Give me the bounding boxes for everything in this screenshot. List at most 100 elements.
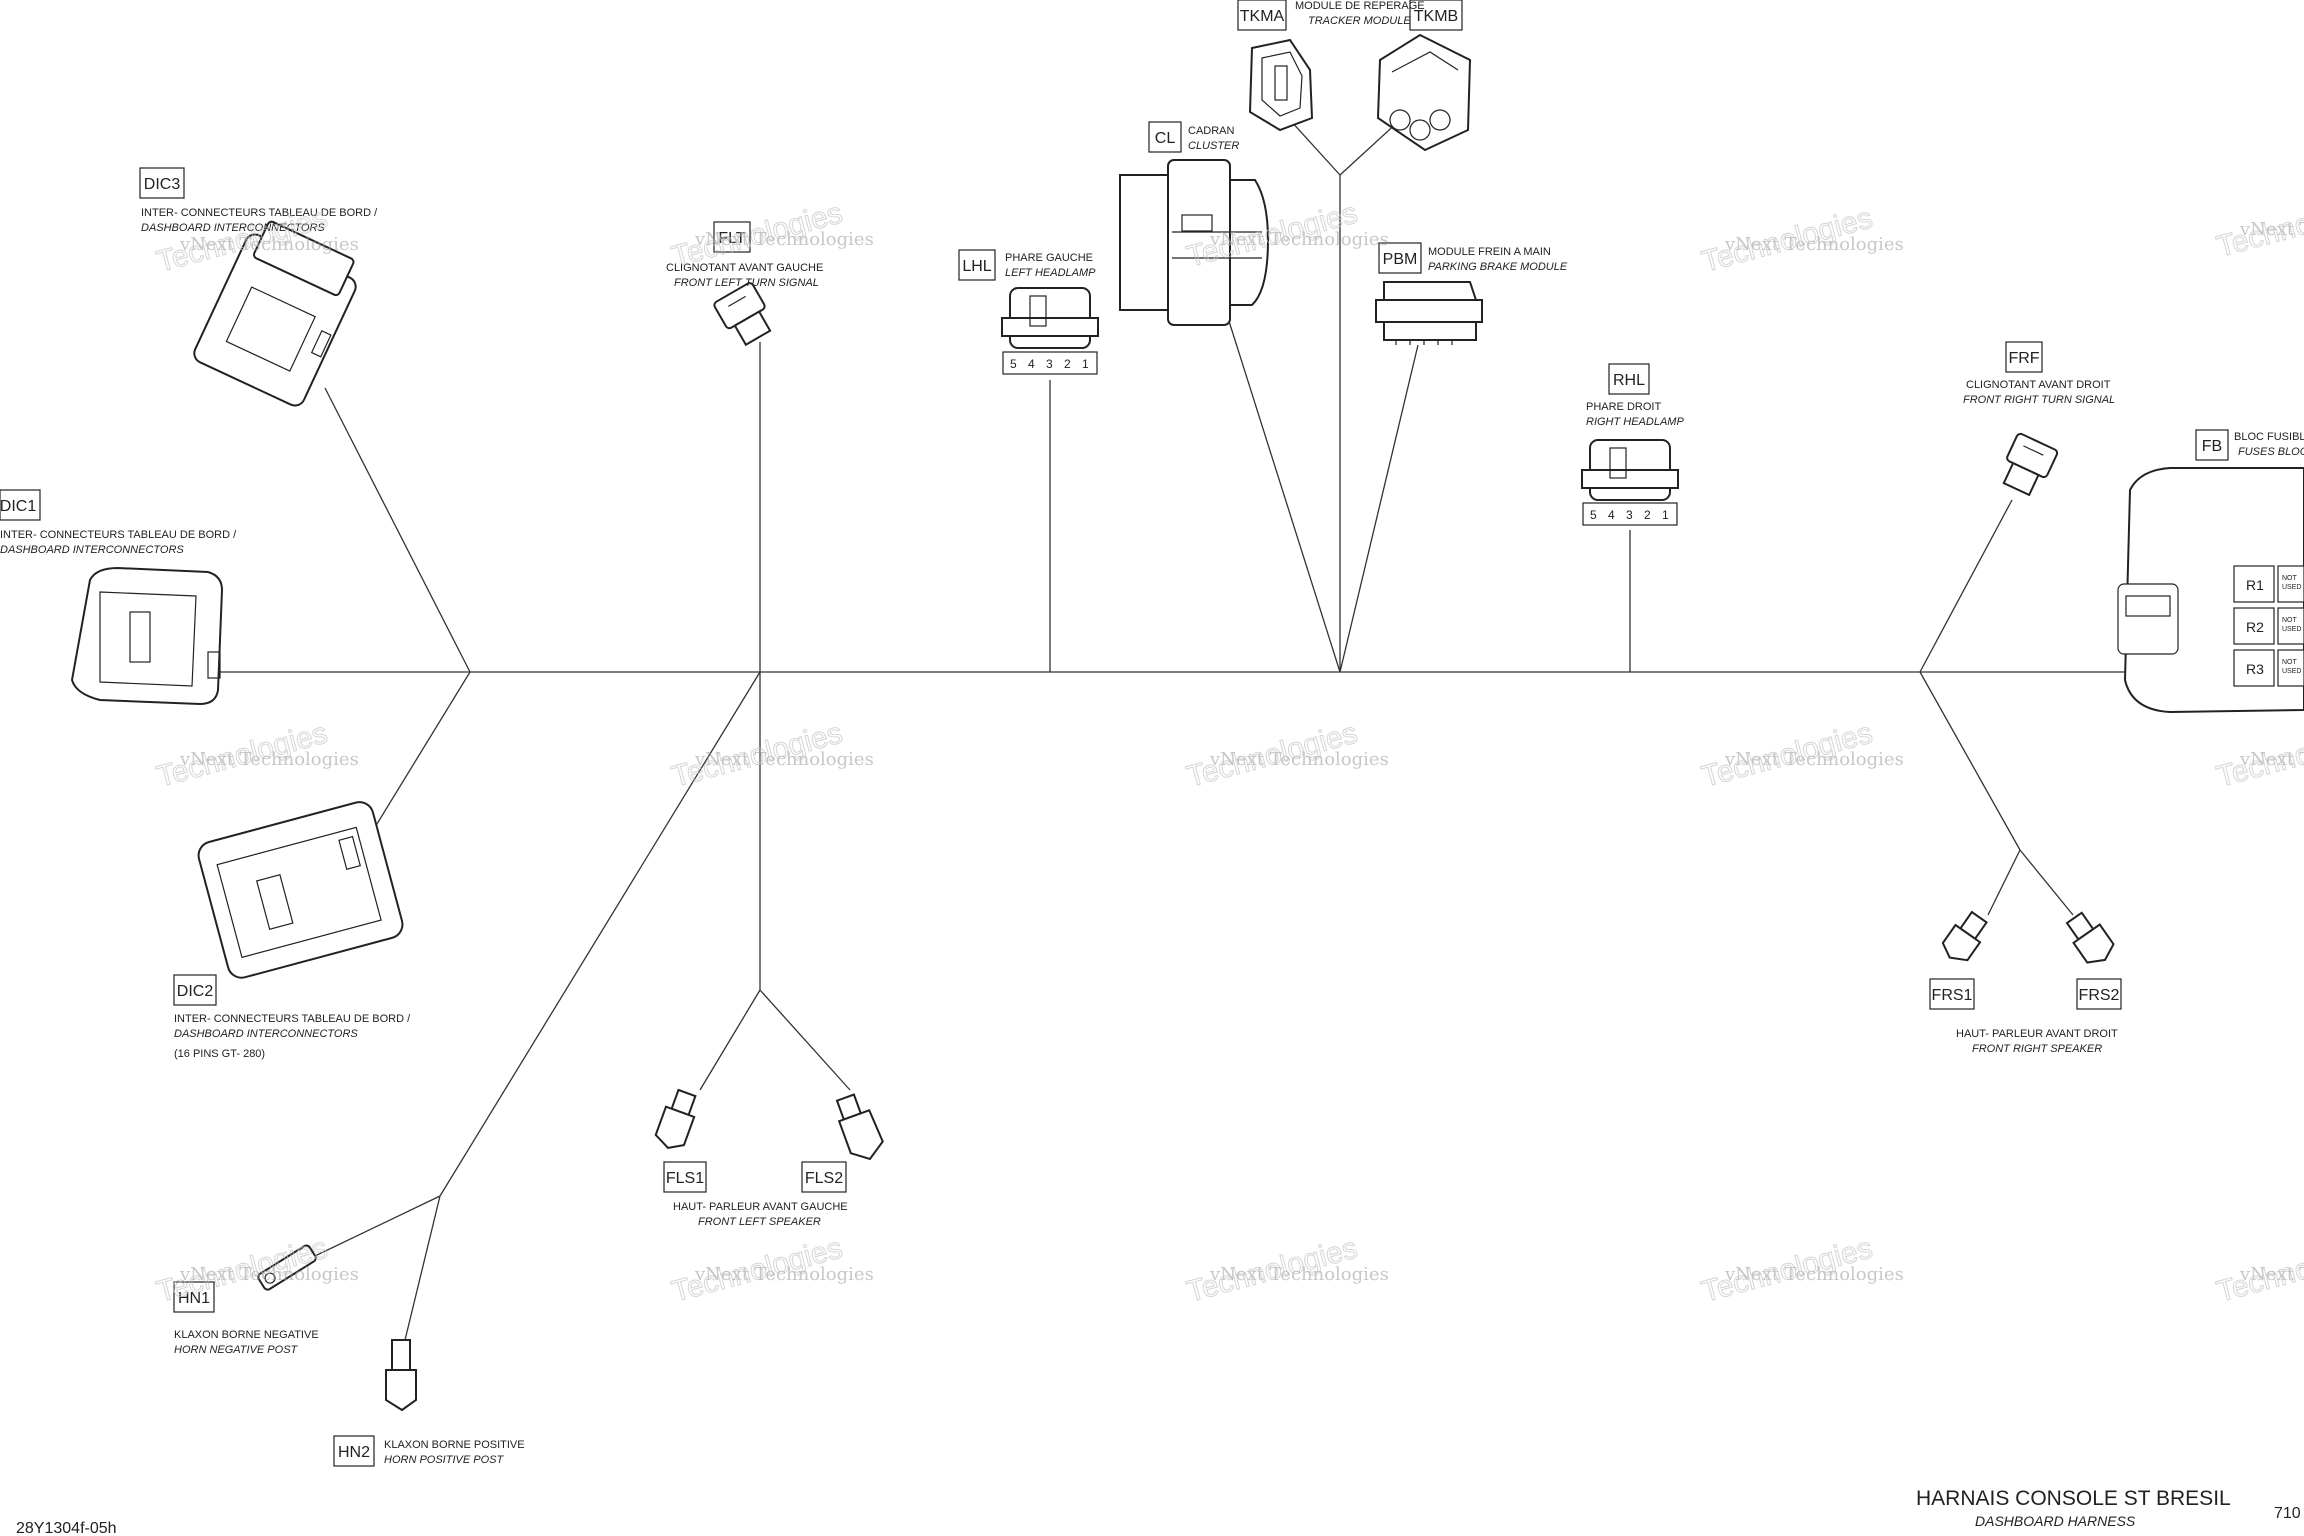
hn2-label-en: HORN POSITIVE POST	[384, 1454, 504, 1466]
watermark: vNext Technologies	[1209, 749, 1389, 770]
watermark: Technologies	[2213, 187, 2304, 264]
relay-label: R1	[2246, 577, 2264, 593]
rhl-pin: 2	[1644, 508, 1651, 522]
flt-connector	[713, 282, 772, 347]
fls-label-en: FRONT LEFT SPEAKER	[698, 1216, 821, 1228]
fb-label: BLOC FUSIBLES	[2234, 431, 2304, 443]
flt-tag: FLT	[718, 230, 745, 247]
watermark: vNext Technologies	[694, 229, 874, 250]
fuse-block-labels: R1 R2 R3 NOT USED NOT USED NOT USED	[2246, 575, 2301, 677]
lhl-pin: 2	[1064, 357, 1071, 371]
watermark: vNext Technologies	[2239, 219, 2304, 240]
dic2-label-en: DASHBOARD INTERCONNECTORS	[174, 1028, 358, 1040]
pbm-connector	[1375, 281, 1483, 345]
tkmb-tag: TKMB	[1414, 8, 1458, 25]
wire-pbm	[1339, 344, 1419, 673]
dic1-label: INTER- CONNECTEURS TABLEAU DE BORD /	[0, 529, 237, 541]
frf-tag: FRF	[2008, 350, 2039, 367]
watermark: Technologies	[1183, 717, 1361, 794]
connector-tags	[0, 0, 2229, 1467]
wire-frs2	[2019, 849, 2074, 916]
watermark: vNext Technologies	[179, 234, 359, 255]
rhl-label-en: RIGHT HEADLAMP	[1586, 416, 1684, 428]
lhl-label: PHARE GAUCHE	[1005, 252, 1093, 264]
watermark: vNext Technologies	[694, 749, 874, 770]
lhl-tag: LHL	[962, 258, 991, 275]
rhl-pin: 1	[1662, 508, 1669, 522]
frs2-terminal	[2065, 911, 2115, 964]
wire-dic3	[324, 387, 471, 673]
rhl-connector	[1581, 439, 1679, 526]
frf-label-en: FRONT RIGHT TURN SIGNAL	[1963, 394, 2115, 406]
lhl-pin: 1	[1082, 357, 1089, 371]
watermark: Technologies	[668, 1232, 846, 1309]
frf-connector	[2002, 432, 2059, 497]
frs-label-en: FRONT RIGHT SPEAKER	[1972, 1043, 2102, 1055]
pbm-label: MODULE FREIN A MAIN	[1428, 246, 1551, 258]
lhl-pin: 5	[1010, 357, 1017, 371]
watermark: vNext Technologies	[1724, 234, 1904, 255]
not-used-label: NOT	[2282, 617, 2298, 624]
not-used-label: USED	[2282, 668, 2301, 675]
harness-wires	[218, 119, 2212, 1341]
lhl-pin: 3	[1046, 357, 1053, 371]
cl-label-en: CLUSTER	[1188, 140, 1239, 152]
frs-label: HAUT- PARLEUR AVANT DROIT	[1956, 1028, 2118, 1040]
drawing-code: 28Y1304f-05h	[16, 1520, 117, 1536]
fls2-tag: FLS2	[805, 1170, 843, 1187]
rhl-pin: 5	[1590, 508, 1597, 522]
wire-hn2	[404, 1195, 441, 1341]
hn1-tag: HN1	[178, 1290, 210, 1307]
lhl-pin: 4	[1028, 357, 1035, 371]
dic3-connector	[193, 220, 357, 407]
lhl-label-en: LEFT HEADLAMP	[1005, 267, 1096, 279]
watermark: Technologies	[153, 1232, 331, 1309]
frs1-terminal	[1941, 910, 1988, 962]
pbm-tag: PBM	[1383, 251, 1418, 268]
relay-label: R3	[2246, 661, 2264, 677]
not-used-label: NOT	[2282, 575, 2298, 582]
wire-horn	[439, 671, 761, 1197]
flt-label-en: FRONT LEFT TURN SIGNAL	[674, 277, 819, 289]
watermark: Technologies	[153, 717, 331, 794]
cl-connector	[1119, 159, 1270, 326]
wire-tkmb	[1339, 119, 1401, 176]
dic3-tag: DIC3	[144, 176, 181, 193]
rhl-label: PHARE DROIT	[1586, 401, 1661, 413]
watermark: Technologies	[2213, 1232, 2304, 1309]
frs1-tag: FRS1	[1932, 987, 1973, 1004]
tkma-tag: TKMA	[1240, 8, 1285, 25]
watermark: Technologies	[1698, 1232, 1876, 1309]
hn1-terminal	[257, 1244, 317, 1291]
hn1-label: KLAXON BORNE NEGATIVE	[174, 1329, 319, 1341]
wire-frs	[1919, 671, 2021, 851]
flt-label: CLIGNOTANT AVANT GAUCHE	[666, 262, 823, 274]
wire-frf	[1919, 499, 2013, 673]
watermark: vNext Technologies	[2239, 1264, 2304, 1285]
fls2-terminal	[835, 1093, 884, 1161]
dic2-connector	[197, 801, 404, 979]
dic1-tag: DIC1	[0, 498, 36, 515]
wire-tkma	[1289, 119, 1341, 176]
watermark: vNext Technologies	[179, 749, 359, 770]
tracker-label: MODULE DE REPERAGE	[1295, 0, 1425, 12]
watermark: vNext Technologies	[1209, 1264, 1389, 1285]
fb-fuse-block	[2117, 467, 2304, 714]
frs2-tag: FRS2	[2079, 987, 2120, 1004]
dic3-label: INTER- CONNECTEURS TABLEAU DE BORD /	[141, 207, 378, 219]
watermark: Technologies	[668, 717, 846, 794]
diagram-title: HARNAIS CONSOLE ST BRESIL	[1916, 1487, 2231, 1510]
relay-label: R2	[2246, 619, 2264, 635]
not-used-label: NOT	[2282, 659, 2298, 666]
watermark: Technologies	[2213, 717, 2304, 794]
dic1-label-en: DASHBOARD INTERCONNECTORS	[0, 544, 184, 556]
rhl-tag: RHL	[1613, 372, 1645, 389]
hn1-label-en: HORN NEGATIVE POST	[174, 1344, 299, 1356]
wire-frs1	[1987, 849, 2021, 916]
watermark: vNext Technologies	[694, 1264, 874, 1285]
watermark: vNext Technologies	[2239, 749, 2304, 770]
wire-fls1	[699, 989, 761, 1091]
